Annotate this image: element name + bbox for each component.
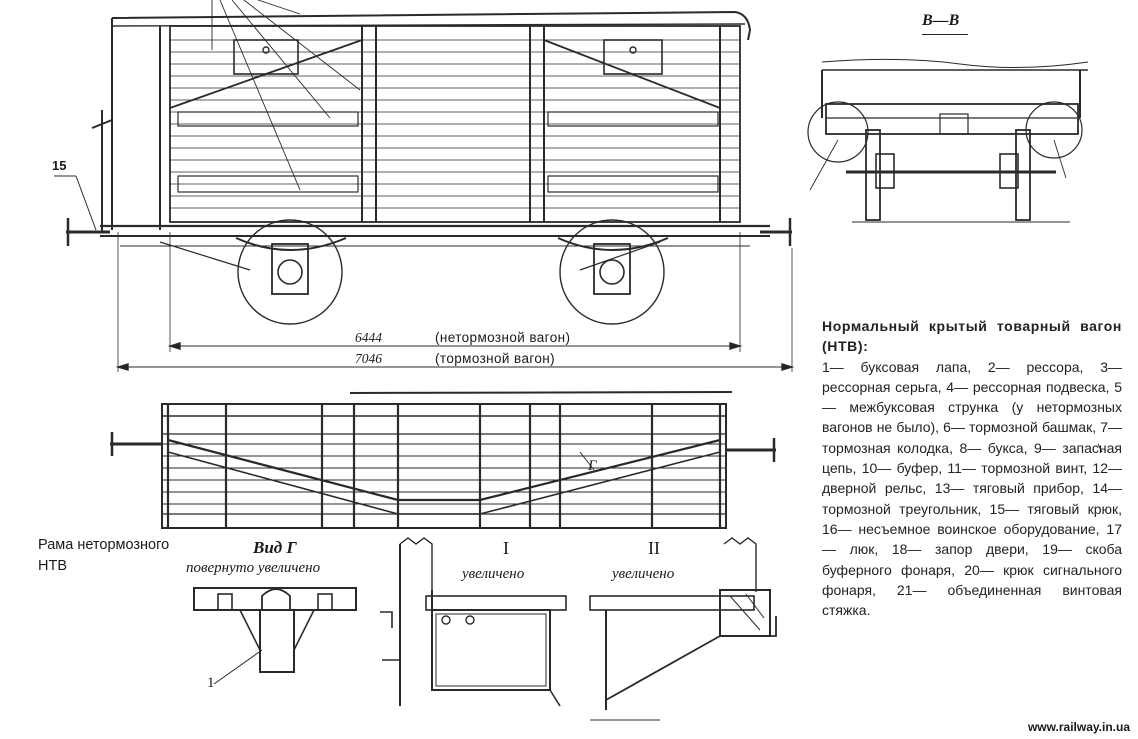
detail-II: [589, 537, 777, 721]
section-bb-view: [807, 58, 1089, 223]
section-bb-underline: [922, 34, 968, 35]
section-bb-label: В—В: [922, 12, 960, 29]
dimension-7046-note: (тормозной вагон): [435, 351, 556, 366]
detail-I-subtitle: увеличено: [462, 566, 525, 582]
dimension-6444-note: (нетормозной вагон): [435, 330, 571, 345]
dimension-6444: 6444: [355, 330, 382, 345]
legend-title: Нормальный крытый товарный вагон (НТВ):: [822, 318, 1122, 355]
view-g-detail: [193, 587, 357, 685]
view-g-subtitle: повернуто увеличено: [186, 560, 321, 576]
frame-caption: Рама нетормозного НТВ: [38, 535, 169, 577]
detail-II-numeral: II: [648, 538, 660, 558]
callout-15: 15: [52, 158, 67, 173]
legend: Нормальный крытый товарный вагон (НТВ): …: [822, 316, 1122, 620]
detail-I: [380, 537, 567, 707]
detail-II-subtitle: увеличено: [612, 566, 675, 582]
detail-I-numeral: I: [503, 538, 509, 558]
view-g-marker: Г: [588, 458, 597, 474]
frame-caption-line-1: Рама нетормозного: [38, 537, 170, 553]
dimension-7046: 7046: [355, 351, 382, 366]
wagon-side-view: [54, 0, 795, 372]
credit-watermark: www.railway.in.ua: [1027, 720, 1130, 734]
callout-1: 1: [207, 675, 215, 691]
view-g-title: Вид Г: [253, 538, 297, 557]
frame-caption-line-2: НТВ: [38, 558, 67, 574]
frame-plan-view: [110, 391, 776, 529]
legend-text: 1— буксовая лапа, 2— рессора, 3— рессорн…: [822, 358, 1122, 619]
